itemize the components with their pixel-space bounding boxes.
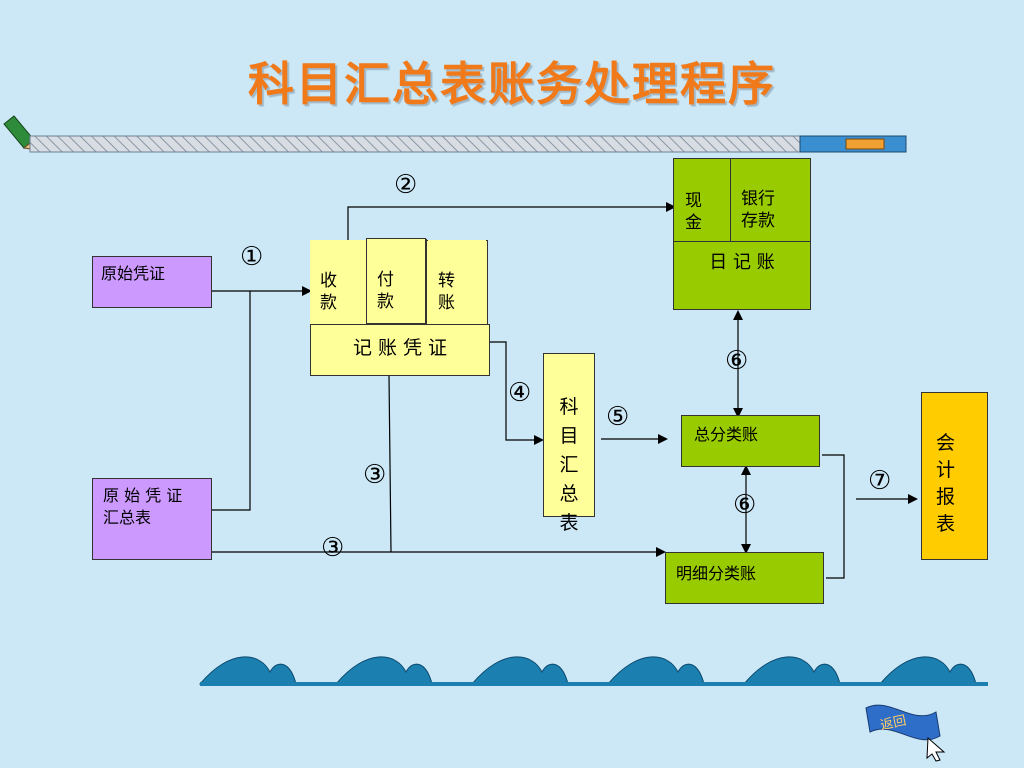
arrowheads xyxy=(302,202,918,557)
journal-box xyxy=(673,158,811,310)
original-summary-box: 原 始 凭 证 汇总表 xyxy=(92,478,212,560)
receipt-voucher-label: 收 款 xyxy=(320,271,337,313)
accounting-report-label: 会 计 报 表 xyxy=(936,432,956,535)
payment-voucher-label: 付 款 xyxy=(377,270,394,312)
bank-deposit-label: 银行 存款 xyxy=(741,189,775,231)
transfer-voucher-label: 转 账 xyxy=(438,271,455,313)
step-7-marker: ⑦ xyxy=(868,466,892,496)
journal-label: 日 记 账 xyxy=(709,252,775,273)
general-ledger-box: 总分类账 xyxy=(681,415,820,467)
step-6-marker-upper: ⑥ xyxy=(725,346,749,376)
step-3-marker-lower: ③ xyxy=(321,533,345,563)
page-title: 科目汇总表账务处理程序 xyxy=(248,57,776,111)
step-1-marker: ① xyxy=(240,242,264,272)
payment-voucher-box: 付 款 xyxy=(366,238,426,324)
subject-summary-label: 科 目 汇 总 表 xyxy=(559,396,579,534)
general-ledger-label: 总分类账 xyxy=(694,425,759,444)
subject-summary-box: 科 目 汇 总 表 xyxy=(543,353,595,534)
accounting-report-box: 会 计 报 表 xyxy=(921,392,988,560)
back-flag-icon xyxy=(865,704,946,762)
original-voucher-box: 原始凭证 xyxy=(92,256,212,308)
original-summary-label: 原 始 凭 证 汇总表 xyxy=(103,486,183,527)
cash-cell: 现 金 xyxy=(673,158,731,242)
wave-border xyxy=(198,656,988,686)
connectors xyxy=(212,206,912,579)
step-4-marker: ④ xyxy=(508,378,532,408)
step-2-marker: ② xyxy=(394,170,418,200)
subsidiary-ledger-label: 明细分类账 xyxy=(676,564,757,583)
receipt-voucher-box: 收 款 xyxy=(310,240,368,324)
accounting-voucher-box: 记 账 凭 证 xyxy=(310,324,490,376)
step-6-marker-lower: ⑥ xyxy=(733,490,757,520)
transfer-voucher-box: 转 账 xyxy=(428,240,486,324)
cash-label: 现 金 xyxy=(685,191,702,233)
step-3-marker-upper: ③ xyxy=(363,460,387,490)
bank-deposit-cell: 银行 存款 xyxy=(731,158,811,242)
step-5-marker: ⑤ xyxy=(606,402,630,432)
ruler-bar xyxy=(29,135,907,153)
original-voucher-label: 原始凭证 xyxy=(101,264,166,283)
accounting-voucher-label: 记 账 凭 证 xyxy=(352,337,448,359)
subsidiary-ledger-box: 明细分类账 xyxy=(665,552,824,604)
